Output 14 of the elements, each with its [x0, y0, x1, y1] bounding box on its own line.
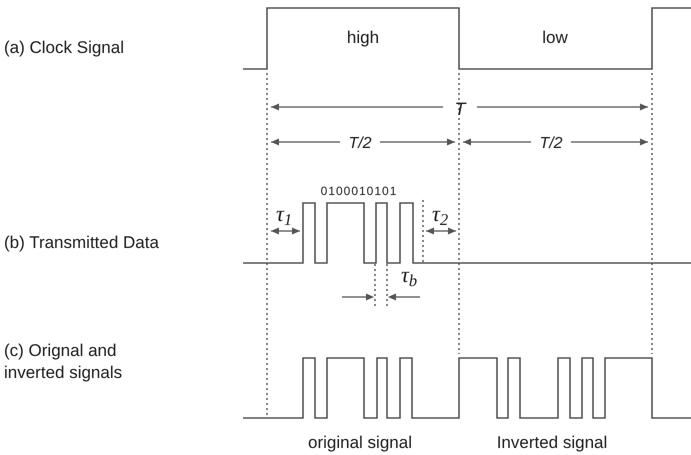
- waveform-caption: Inverted signal: [496, 432, 608, 454]
- level-label: high: [346, 27, 380, 49]
- waveform-caption: original signal: [307, 432, 413, 454]
- signal-label: (b) Transmitted Data: [4, 232, 160, 254]
- bit-sequence: 0100010101: [320, 183, 398, 200]
- period-label: T/2: [538, 134, 564, 154]
- period-label: T: [454, 98, 468, 121]
- period-label: T/2: [347, 134, 373, 154]
- level-label: low: [541, 27, 569, 49]
- delay-label: τ$_{2}$: [430, 203, 450, 225]
- delay-label: τ$_{1}$: [274, 203, 294, 225]
- signal-label: (a) Clock Signal: [4, 37, 125, 59]
- signal-label: (c) Orignal and inverted signals: [4, 340, 124, 384]
- delay-label: τ$_{b}$: [400, 264, 418, 286]
